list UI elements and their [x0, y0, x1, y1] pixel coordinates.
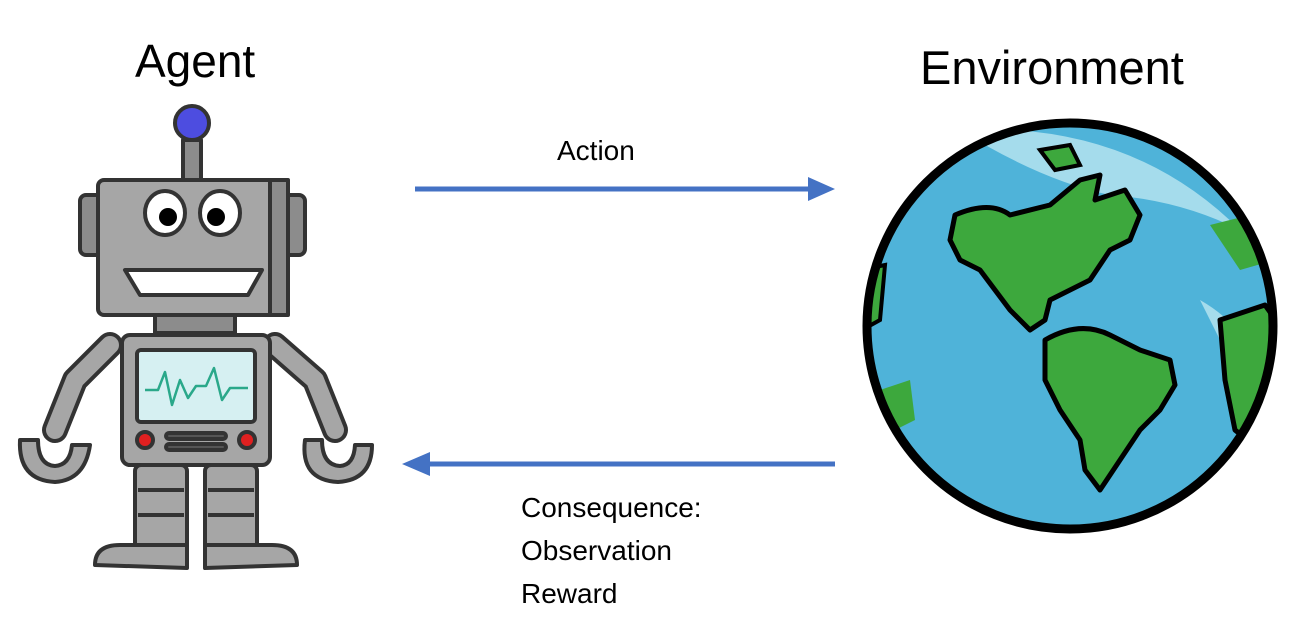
- consequence-line: Consequence:: [521, 492, 702, 523]
- environment-title: Environment: [920, 41, 1184, 94]
- observation-line: Observation: [521, 535, 672, 566]
- action-arrow: [415, 177, 835, 201]
- agent-title: Agent: [135, 35, 256, 87]
- consequence-label: Consequence: Observation Reward: [521, 486, 702, 615]
- consequence-arrow: [402, 452, 835, 476]
- reward-line: Reward: [521, 578, 618, 609]
- action-label: Action: [557, 135, 635, 166]
